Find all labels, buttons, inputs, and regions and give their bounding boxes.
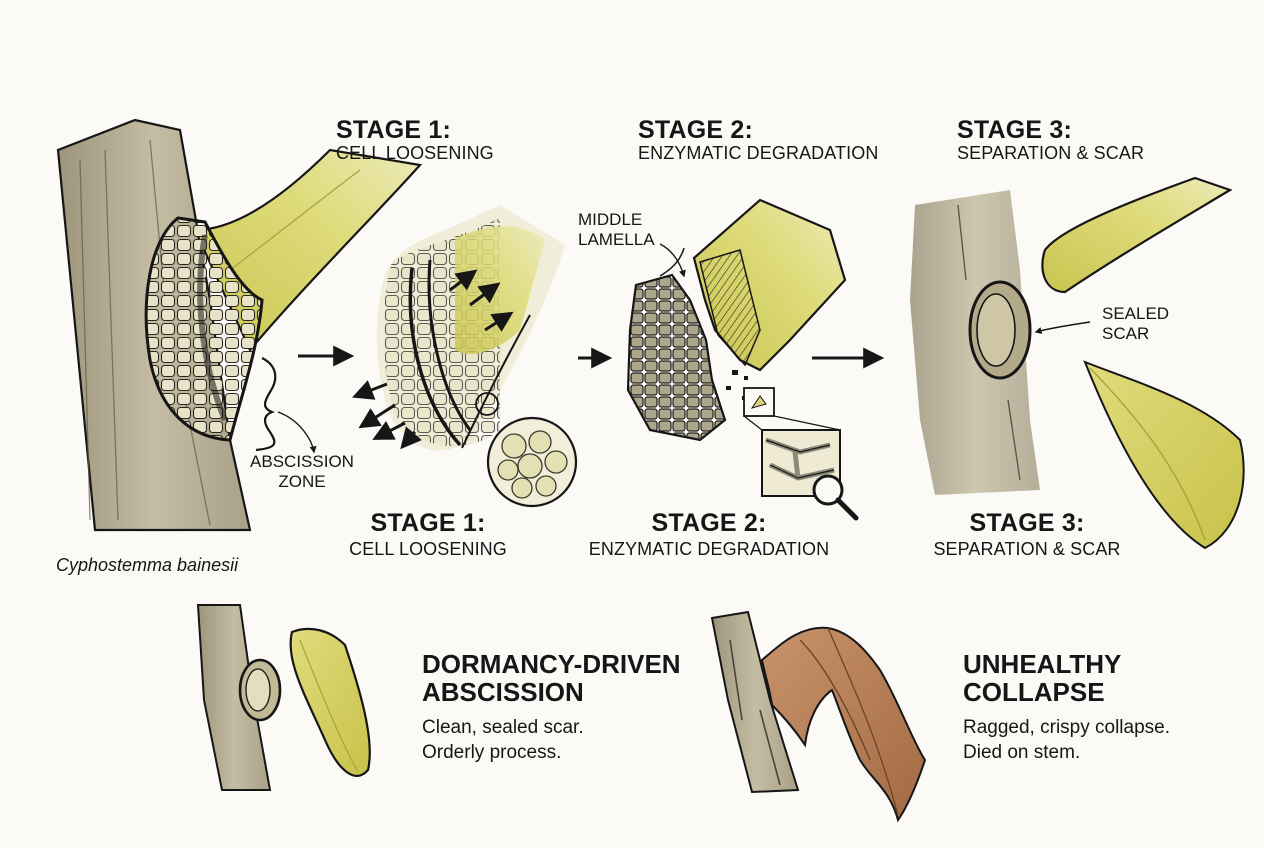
case-dormancy-title-line2: ABSCISSION — [422, 677, 584, 708]
enzymatic-degradation-illustration — [626, 198, 859, 521]
stage3-subtitle-top: SEPARATION & SCAR — [957, 143, 1145, 163]
abscission-zone-label-line2: ZONE — [278, 471, 326, 491]
stage1-title-top: STAGE 1: — [336, 116, 452, 144]
sealed-scar-label-line1: SEALED — [1102, 304, 1170, 323]
stage3-caption-bottom: STAGE 3: SEPARATION & SCAR — [916, 510, 1138, 559]
unhealthy-collapse-illustration — [710, 610, 927, 823]
stage2-title-bottom: STAGE 2: — [651, 509, 767, 537]
stage3-title-top: STAGE 3: — [957, 116, 1073, 144]
case-dormancy-title-line1: DORMANCY-DRIVEN — [422, 649, 681, 679]
middle-lamella-label: MIDDLE LAMELLA — [578, 210, 678, 249]
stage2-title-top: STAGE 2: — [638, 116, 754, 144]
bracket-icon — [255, 357, 277, 452]
case-dormancy: DORMANCY-DRIVEN ABSCISSION Clean, sealed… — [422, 650, 681, 766]
stage2-subtitle-bottom: ENZYMATIC DEGRADATION — [588, 539, 830, 560]
abscission-zone-label-line1: ABSCISSION — [250, 452, 354, 471]
stage2-caption-bottom: STAGE 2: ENZYMATIC DEGRADATION — [578, 510, 840, 559]
case-unhealthy-desc-line2: Died on stem. — [963, 741, 1081, 763]
sealed-scar-label: SEALED SCAR — [1102, 304, 1192, 343]
stage1-caption-bottom: STAGE 1: CELL LOOSENING — [328, 510, 528, 559]
case-dormancy-desc-line2: Orderly process. — [422, 741, 562, 763]
case-unhealthy: UNHEALTHY COLLAPSE Ragged, crispy collap… — [963, 650, 1170, 766]
magnifier-icon — [812, 474, 859, 521]
middle-lamella-label-line2: LAMELLA — [578, 229, 655, 249]
stem-with-abscission-zone — [56, 118, 423, 532]
stage2-subtitle-top: ENZYMATIC DEGRADATION — [638, 143, 879, 163]
stage1-subtitle-bottom: CELL LOOSENING — [349, 539, 507, 560]
sealed-scar-label-line2: SCAR — [1102, 323, 1150, 343]
stage1-subtitle-top: CELL LOOSENING — [336, 143, 494, 163]
dormancy-scar-illustration — [196, 604, 371, 791]
case-unhealthy-title-line1: UNHEALTHY — [963, 649, 1122, 679]
stage3-title-bottom: STAGE 3: — [969, 509, 1085, 537]
case-unhealthy-desc-line1: Ragged, crispy collapse. — [963, 717, 1170, 739]
case-unhealthy-title-line2: COLLAPSE — [963, 677, 1105, 708]
species-name: Cyphostemma bainesii — [56, 555, 239, 575]
abscission-zone-label: ABSCISSION ZONE — [240, 452, 364, 491]
middle-lamella-label-line1: MIDDLE — [578, 210, 643, 229]
case-dormancy-desc-line1: Clean, sealed scar. — [422, 717, 584, 739]
separation-and-scar-illustration — [910, 176, 1245, 550]
stage3-subtitle-bottom: SEPARATION & SCAR — [933, 539, 1121, 560]
stage1-title-bottom: STAGE 1: — [370, 509, 486, 537]
cell-loosening-illustration — [352, 205, 578, 508]
